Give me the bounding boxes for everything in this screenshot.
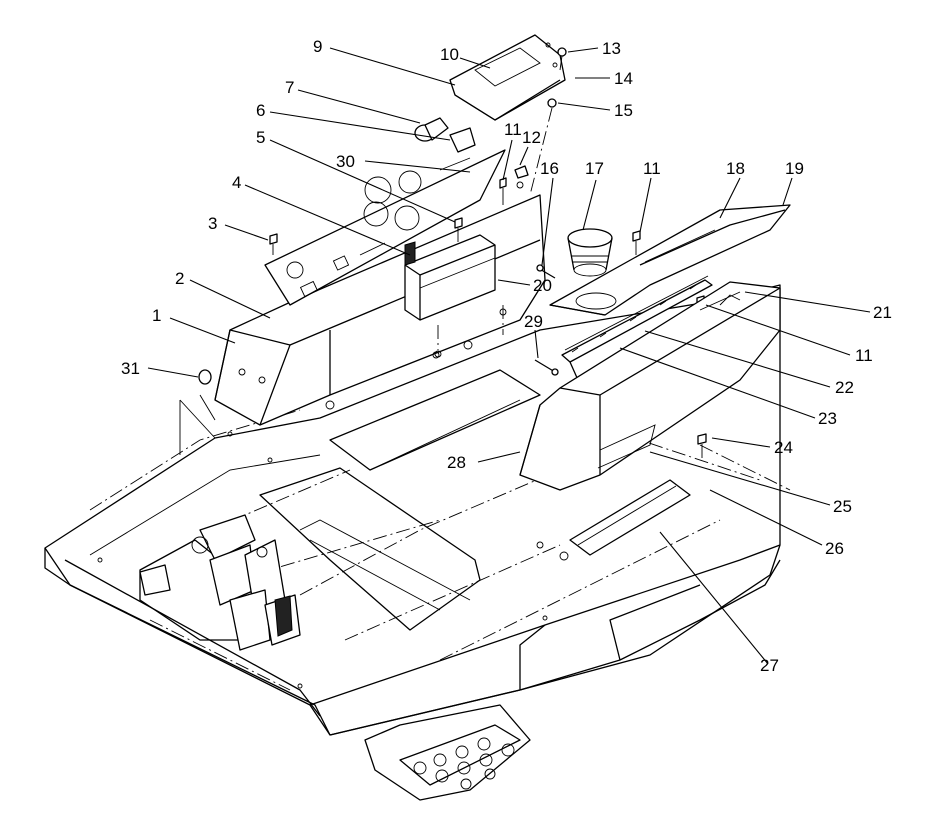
footrest-plate [364, 704, 531, 801]
callout-3: 3 [208, 214, 217, 233]
callout-6: 6 [256, 101, 265, 120]
callout-18: 18 [726, 159, 745, 178]
callout-4: 4 [232, 173, 241, 192]
right-console-housing [519, 281, 781, 491]
control-panel-plate [264, 149, 506, 306]
key-switch [414, 117, 476, 153]
callout-11b: 11 [643, 159, 661, 178]
callout-15: 15 [614, 101, 633, 120]
leader-lines [147, 47, 871, 665]
callout-19: 19 [785, 159, 804, 178]
callout-29: 29 [524, 312, 543, 331]
callout-25: 25 [833, 497, 852, 516]
top-cover-plate [449, 34, 566, 121]
callout-31: 31 [121, 359, 140, 378]
callout-17: 17 [585, 159, 604, 178]
callout-23: 23 [818, 409, 837, 428]
callout-27: 27 [760, 656, 779, 675]
callout-28: 28 [447, 453, 466, 472]
fasteners [198, 47, 707, 460]
callout-10: 10 [440, 45, 459, 64]
callout-24: 24 [774, 438, 793, 457]
callout-9: 9 [313, 37, 322, 56]
right-tray-cover [549, 204, 791, 316]
callout-16: 16 [540, 159, 559, 178]
control-module-20 [404, 234, 496, 358]
cup-holder [567, 228, 613, 277]
callout-20: 20 [533, 276, 552, 295]
callout-14: 14 [614, 69, 633, 88]
callout-7: 7 [285, 78, 294, 97]
callout-labels: 1 2 3 4 5 6 7 9 10 11 12 13 14 15 16 17 … [121, 37, 892, 675]
callout-21: 21 [873, 303, 892, 322]
callout-26: 26 [825, 539, 844, 558]
callout-13: 13 [602, 39, 621, 58]
callout-30: 30 [336, 152, 355, 171]
callout-5: 5 [256, 128, 265, 147]
pedal-bracket-assembly [139, 514, 301, 651]
callout-12: 12 [522, 128, 541, 147]
callout-11c: 11 [855, 346, 873, 365]
callout-22: 22 [835, 378, 854, 397]
callout-1: 1 [152, 306, 161, 325]
callout-11a: 11 [504, 120, 522, 139]
callout-2: 2 [175, 269, 184, 288]
